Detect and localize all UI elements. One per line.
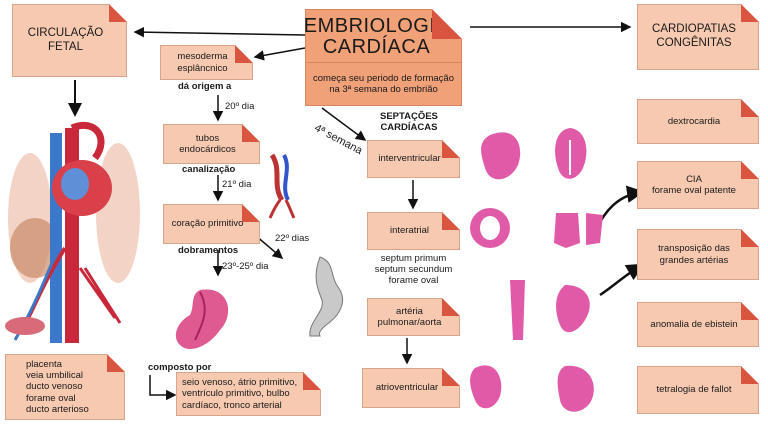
septum-label: septum primum septum secundum forame ova… [374, 253, 453, 286]
main-subtitle-box: começa seu periodo de formação na 3ª sem… [305, 62, 462, 106]
embryo-heart-image [175, 289, 229, 350]
mesoderma-label: mesoderma esplâncnico [177, 51, 228, 74]
cia-label: CIA forame oval patente [652, 173, 736, 196]
vinte-dois-label: 22º dias [275, 233, 310, 244]
mesoderma-box: mesoderma esplâncnico [160, 45, 253, 80]
coracao-label: coração primitivo [171, 218, 244, 230]
origem-label: dá origem a [178, 81, 232, 92]
coracao-box: coração primitivo [163, 204, 260, 244]
circulacao-list: placenta veia umbilical ducto venoso for… [26, 358, 89, 416]
septacoes-label: SEPTAÇÕES CARDÍACAS [380, 111, 438, 133]
fallot-box: tetralogia de fallot [637, 366, 759, 414]
dextrocardia-label: dextrocardia [667, 115, 721, 127]
interventricular-label: interventricular [378, 153, 441, 165]
interventricular-box: interventricular [367, 140, 460, 178]
blood-flow-image [268, 153, 296, 219]
ebstein-box: anomalia de ebistein [637, 302, 759, 347]
circulacao-fetal-box: CIRCULAÇÃO FETAL [12, 4, 127, 77]
cardiopatias-label: CARDIOPATIAS CONGÊNITAS [652, 23, 736, 49]
cardiopatias-box: CARDIOPATIAS CONGÊNITAS [637, 4, 759, 70]
ebstein-label: anomalia de ebistein [650, 318, 738, 330]
componentes-box: seio venoso, átrio primitivo, ventrículo… [176, 372, 321, 416]
composto-label: composto por [148, 362, 212, 373]
arteria-label: artéria pulmonar/aorta [377, 305, 442, 328]
vinte-tres-label: 23º-25º dia [222, 261, 269, 272]
interatrial-image [470, 208, 603, 248]
heart-tube-gray-image [309, 256, 343, 337]
main-subtitle: começa seu periodo de formação na 3ª sem… [313, 72, 454, 95]
transposicao-box: transposição das grandes artérias [637, 229, 759, 280]
interatrial-box: interatrial [367, 212, 460, 250]
atrioventricular-image [470, 365, 594, 412]
fallot-label: tetralogia de fallot [656, 384, 732, 396]
main-title-box: EMBRIOLOGIA CARDÍACA [303, 9, 462, 65]
interatrial-label: interatrial [389, 225, 430, 237]
canalizacao-label: canalização [182, 164, 236, 175]
circulacao-list-box: placenta veia umbilical ducto venoso for… [5, 354, 125, 420]
dobramentos-label: dobramentos [178, 245, 239, 256]
tubos-box: tubos endocárdicos [163, 124, 260, 164]
cia-box: CIA forame oval patente [637, 161, 759, 209]
dextrocardia-box: dextrocardia [637, 99, 759, 144]
arteria-box: artéria pulmonar/aorta [367, 298, 460, 336]
vinte-um-label: 21º dia [222, 179, 252, 190]
interventricular-image [481, 128, 587, 180]
transposicao-label: transposição das grandes artérias [658, 243, 730, 266]
vinte-dia-label: 20º dia [225, 101, 255, 112]
componentes-label: seio venoso, átrio primitivo, ventrículo… [182, 376, 298, 411]
atrioventricular-label: atrioventricular [375, 382, 439, 394]
tubos-label: tubos endocárdicos [179, 132, 236, 155]
circulacao-fetal-label: CIRCULAÇÃO FETAL [27, 26, 104, 53]
main-title: EMBRIOLOGIA CARDÍACA [303, 15, 450, 58]
fetal-circulation-image [5, 121, 140, 343]
arteria-image [510, 280, 590, 340]
atrioventricular-box: atrioventricular [362, 368, 460, 408]
